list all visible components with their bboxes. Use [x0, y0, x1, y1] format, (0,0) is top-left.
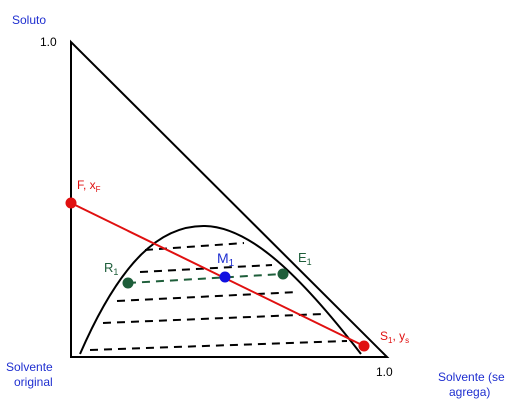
raffinate-label: R1 — [104, 260, 118, 277]
extract-label-sub: 1 — [307, 257, 312, 267]
tie-line-r1-e1 — [127, 273, 284, 284]
solvent-max-label: 1.0 — [376, 365, 393, 379]
added-solvent-line2: agrega) — [449, 385, 490, 399]
feed-point — [65, 197, 77, 209]
tie-line — [102, 313, 324, 324]
triangle-outline — [70, 39, 390, 358]
solute-axis-label: Soluto — [12, 13, 46, 27]
mixture-label: M1 — [217, 250, 235, 269]
solubility-curve — [79, 224, 362, 355]
original-solvent-line2: original — [14, 375, 53, 389]
solvent-point — [358, 340, 370, 352]
solvent-label-sub2: s — [405, 336, 409, 345]
tie-line — [116, 291, 299, 302]
raffinate-label-sub: 1 — [113, 267, 118, 277]
solvent-label-sub1: 1 — [388, 336, 393, 345]
original-solvent-label: Solvente original — [6, 360, 56, 389]
raffinate-label-main: R — [104, 260, 113, 275]
mixture-label-sub: 1 — [229, 258, 235, 269]
extract-label: E1 — [298, 250, 312, 267]
solute-max-label: 1.0 — [40, 35, 57, 49]
tie-lines — [89, 242, 348, 351]
feed-label: F, xF — [77, 178, 101, 194]
added-solvent-label: Solvente (se agrega) — [438, 370, 508, 399]
tie-line — [144, 242, 245, 251]
feed-solvent-line — [70, 202, 365, 347]
added-solvent-line1: Solvente (se — [438, 370, 505, 384]
feed-label-sub: F — [96, 185, 101, 194]
feed-label-main: F, x — [77, 178, 96, 192]
extract-point — [277, 268, 289, 280]
extract-label-main: E — [298, 250, 307, 265]
tie-line — [89, 340, 348, 351]
raffinate-point — [122, 277, 134, 289]
solvent-label-mid: , y — [392, 329, 405, 343]
solvent-label-main: S — [380, 329, 388, 343]
mixture-label-main: M — [217, 250, 229, 266]
original-solvent-line1: Solvente — [6, 360, 53, 374]
mixture-point — [219, 271, 231, 283]
solvent-point-label: S1, ys — [380, 329, 409, 345]
